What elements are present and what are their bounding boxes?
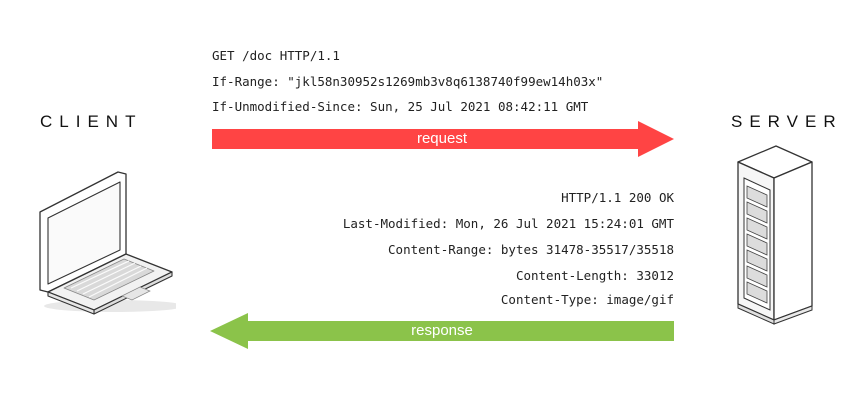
request-arrow-shape bbox=[212, 121, 674, 157]
server-label: SERVER bbox=[731, 112, 843, 131]
response-arrow bbox=[210, 313, 674, 349]
request-arrow bbox=[212, 121, 674, 157]
request-header-if-range: If-Range: "jkl58n30952s1269mb3v8q6138740… bbox=[212, 74, 604, 89]
server-icon bbox=[737, 145, 813, 325]
response-arrow-shape bbox=[210, 313, 674, 349]
response-status-line: HTTP/1.1 200 OK bbox=[561, 190, 674, 205]
request-line: GET /doc HTTP/1.1 bbox=[212, 48, 340, 63]
response-header-content-length: Content-Length: 33012 bbox=[515, 268, 674, 283]
response-header-content-range: Content-Range: bytes 31478-35517/35518 bbox=[388, 242, 674, 257]
client-label: CLIENT bbox=[40, 112, 143, 131]
laptop-icon bbox=[39, 171, 176, 315]
request-arrow-label: request bbox=[416, 130, 468, 147]
response-header-content-type: Content-Type: image/gif bbox=[500, 292, 674, 307]
request-header-if-unmodified-since: If-Unmodified-Since: Sun, 25 Jul 2021 08… bbox=[212, 99, 589, 114]
response-header-last-modified: Last-Modified: Mon, 26 Jul 2021 15:24:01… bbox=[342, 216, 674, 231]
response-arrow-label: response bbox=[411, 322, 473, 339]
